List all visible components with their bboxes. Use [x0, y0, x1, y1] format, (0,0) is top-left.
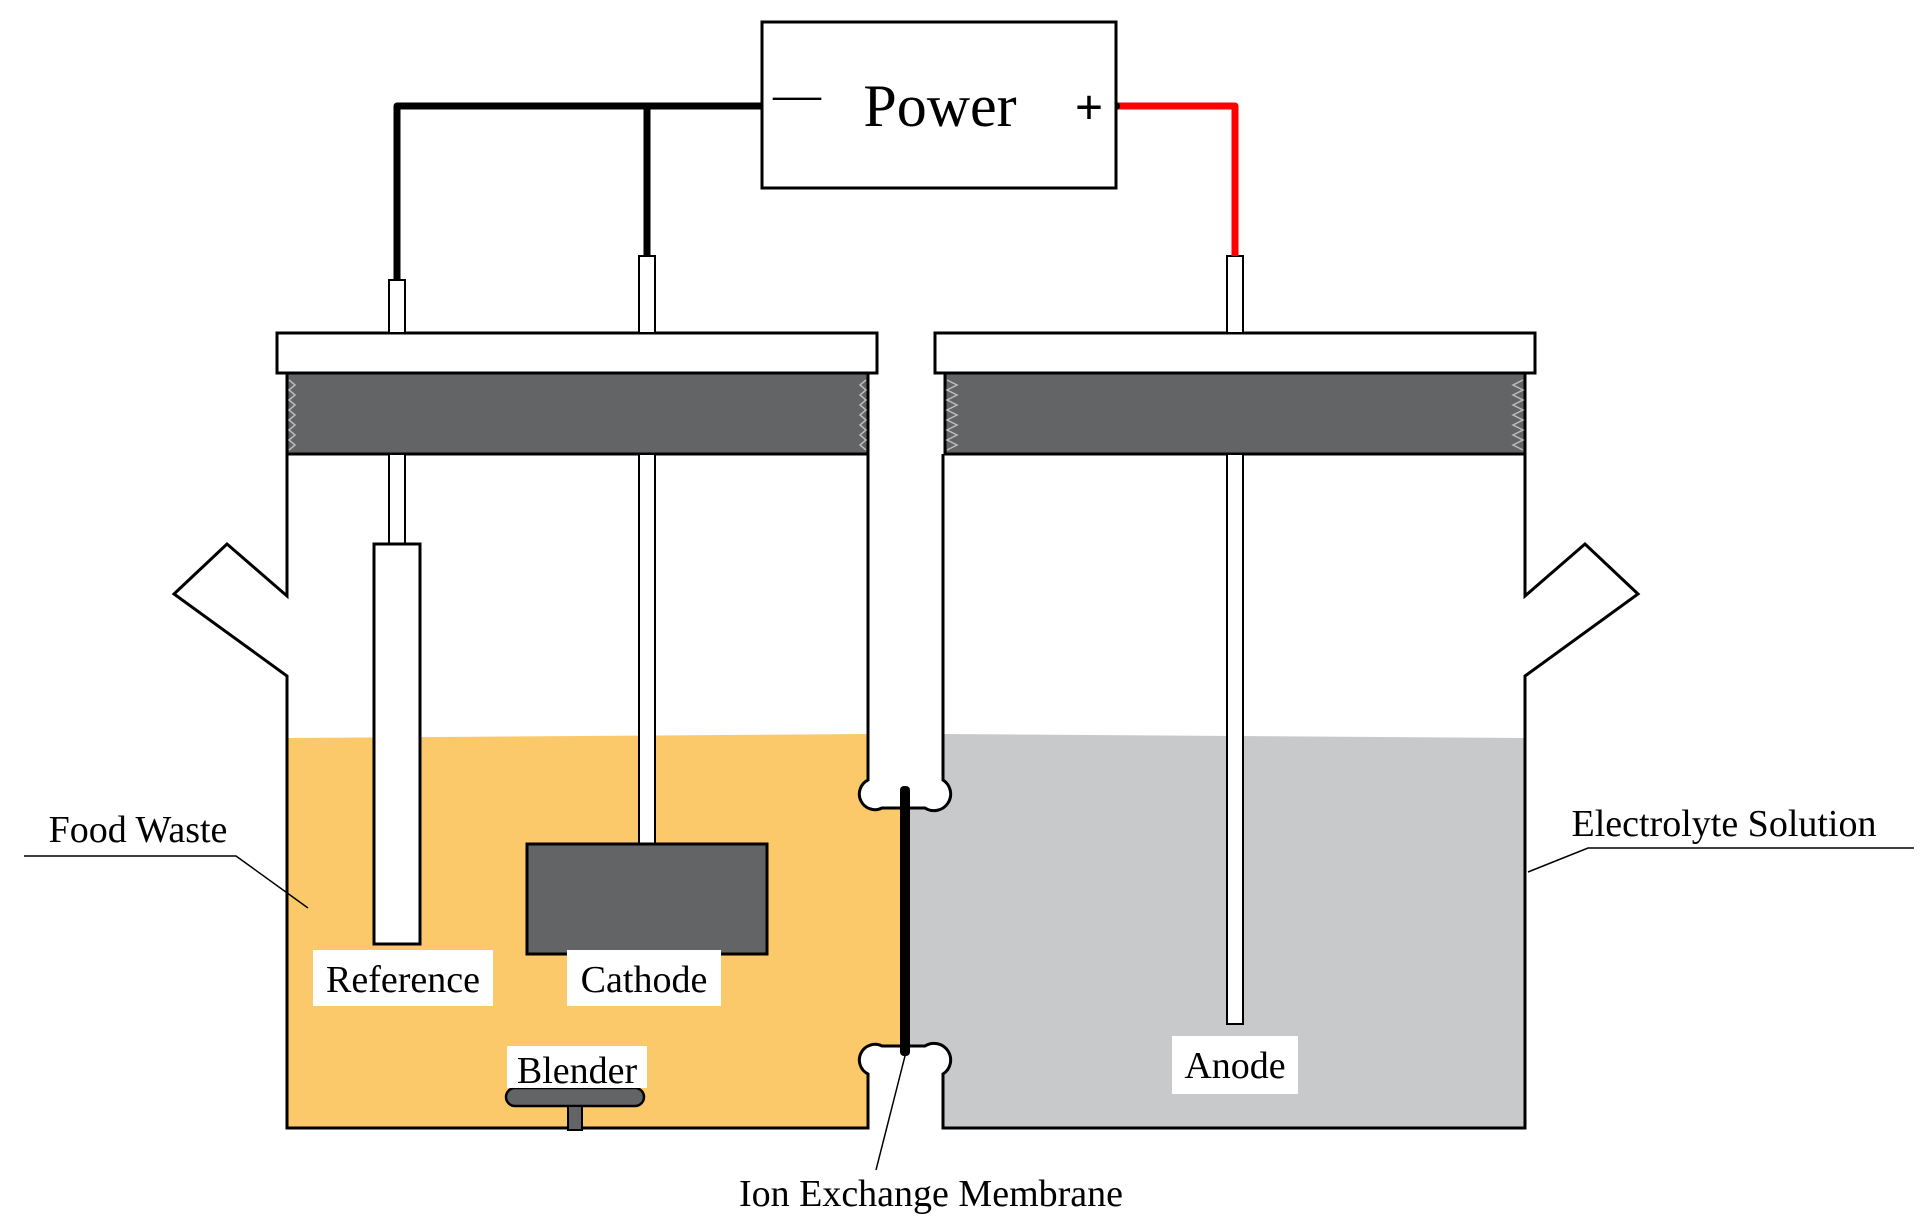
seal-threads — [287, 379, 1525, 451]
power-minus-sign: — — [772, 68, 822, 121]
reference-rod — [388, 453, 406, 545]
cathode-rod — [638, 453, 656, 845]
electrolyte-leader — [1527, 847, 1914, 873]
reference-rod-top — [388, 279, 406, 334]
positive-wire — [1116, 102, 1239, 256]
right-chamber-wall — [905, 454, 1641, 1130]
blender-shaft — [567, 1105, 583, 1131]
membrane-leader — [875, 1051, 907, 1171]
reference-electrode — [372, 542, 422, 946]
blender-label: Blender — [517, 1050, 638, 1092]
electrolyte-liquid — [905, 734, 1525, 1128]
electrolyte-label: Electrolyte Solution — [1571, 803, 1876, 845]
cathode-electrode — [525, 842, 769, 956]
anode-electrode — [1226, 453, 1244, 1025]
right-lid — [933, 331, 1537, 375]
cathode-label: Cathode — [581, 959, 708, 1001]
negative-wire — [393, 102, 762, 280]
cathode-label-box — [567, 950, 721, 1006]
anode-rod-top — [1226, 255, 1244, 334]
power-label: Power — [863, 73, 1016, 139]
power-supply — [760, 20, 1118, 190]
reference-label: Reference — [326, 959, 480, 1001]
blender-label-box — [507, 1046, 647, 1088]
cathode-rod-top — [638, 255, 656, 334]
anode-label-box — [1172, 1036, 1298, 1094]
membrane-label: Ion Exchange Membrane — [739, 1173, 1123, 1215]
left-lid — [275, 331, 879, 375]
anode-label: Anode — [1184, 1045, 1285, 1087]
right-seal — [943, 371, 1527, 456]
food-waste-label: Food Waste — [49, 809, 228, 851]
reference-label-box — [313, 950, 493, 1006]
food-waste-leader — [24, 855, 309, 909]
power-plus-sign: + — [1075, 79, 1104, 135]
ion-exchange-membrane — [900, 786, 910, 1056]
left-seal — [285, 371, 870, 456]
left-chamber-wall — [171, 454, 906, 1130]
